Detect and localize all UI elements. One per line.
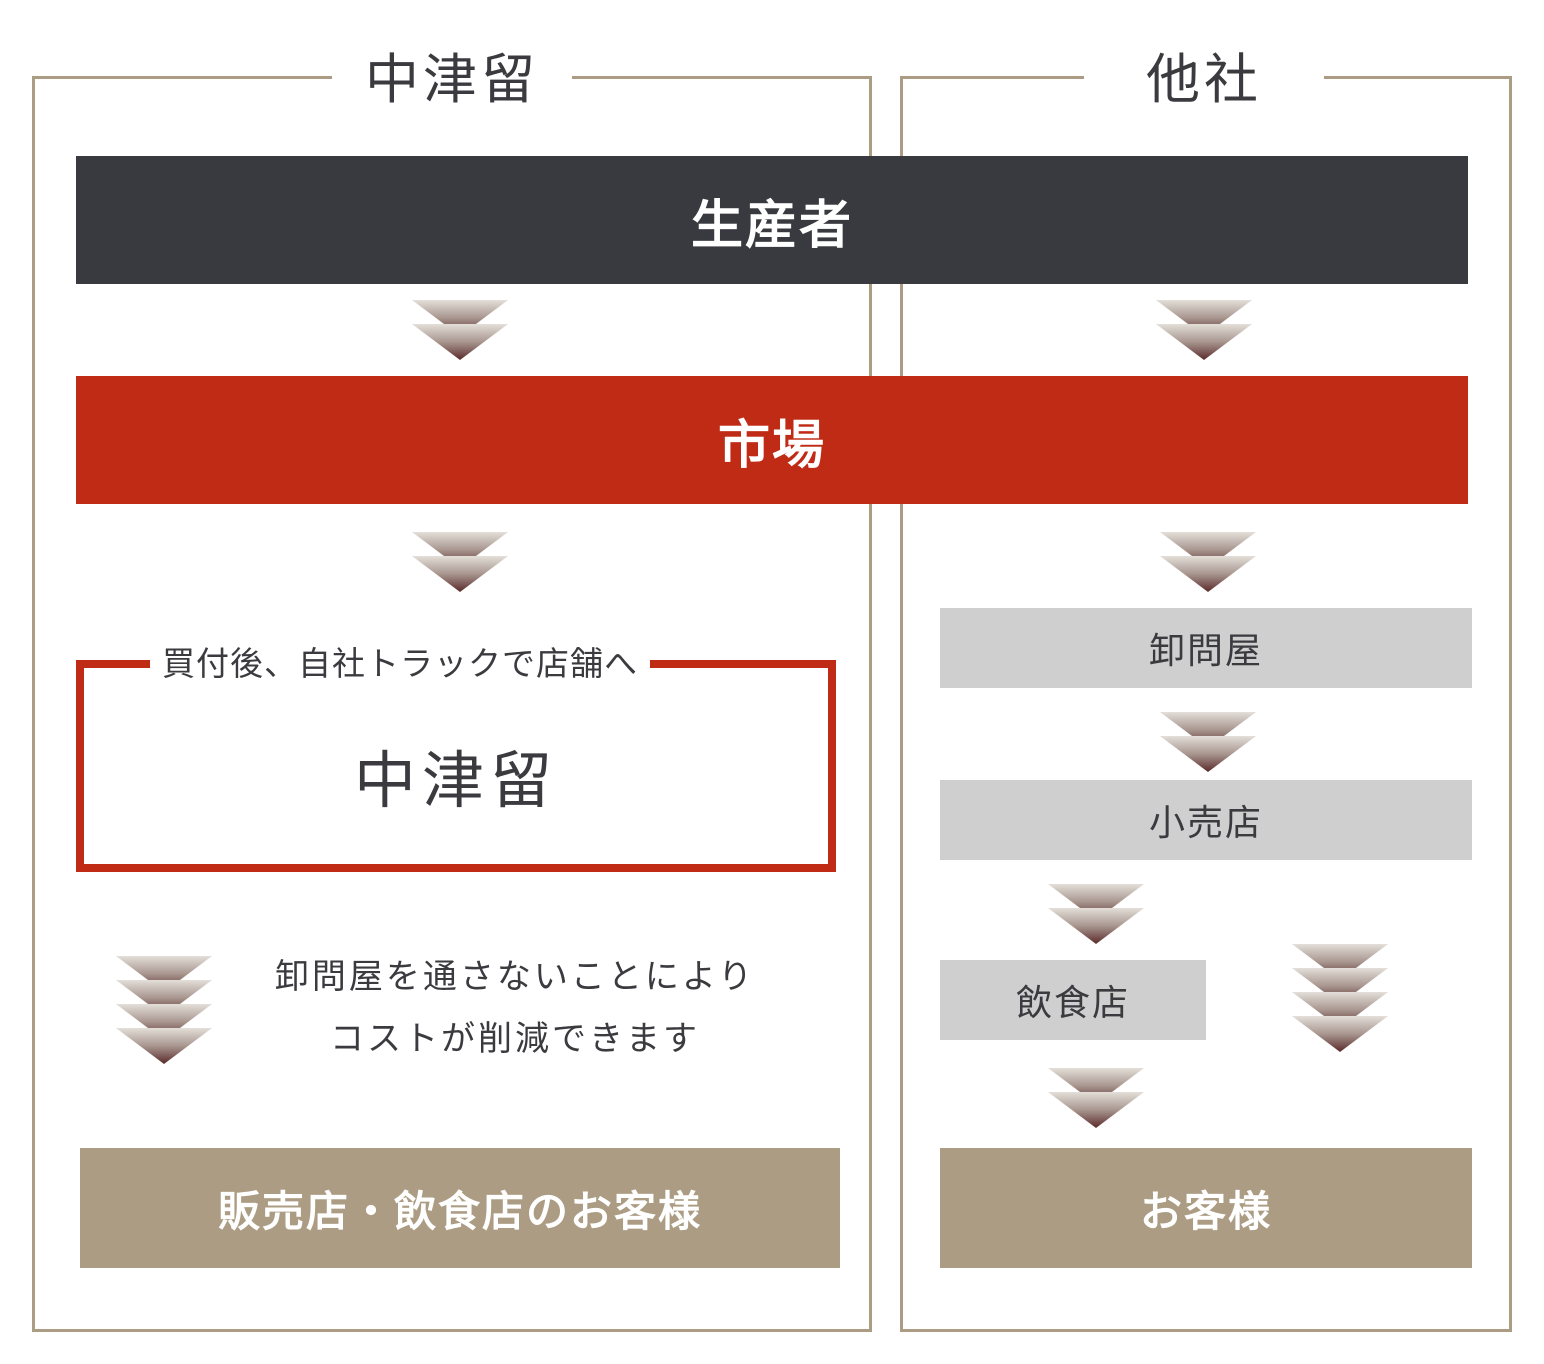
quadruple-arrow-down-icon <box>1292 944 1388 1052</box>
market-bar: 市場 <box>76 376 1468 504</box>
market-label: 市場 <box>717 415 826 476</box>
double-arrow-down-icon <box>412 300 508 360</box>
nakatsuru-box-title: 中津留 <box>353 744 558 817</box>
nakatsuru-box: 中津留 <box>76 660 836 872</box>
double-arrow-down-icon <box>1048 884 1144 944</box>
left-customer-box: 販売店・飲食店のお客様 <box>80 1148 840 1268</box>
double-arrow-down-icon <box>1048 1068 1144 1128</box>
double-arrow-down-icon <box>1156 300 1252 360</box>
wholesaler-box: 卸問屋 <box>940 608 1472 688</box>
left-customer-label: 販売店・飲食店のお客様 <box>217 1186 702 1236</box>
retailer-label: 小売店 <box>1148 803 1263 844</box>
wholesaler-label: 卸問屋 <box>1148 631 1263 672</box>
double-arrow-down-icon <box>412 532 508 592</box>
restaurant-box: 飲食店 <box>940 960 1206 1040</box>
producer-label: 生産者 <box>690 195 853 256</box>
left-column-title: 中津留 <box>332 50 572 110</box>
cost-reduction-note: 卸問屋を通さないことにより コストが削減できます <box>240 946 790 1070</box>
quadruple-arrow-down-icon <box>116 956 212 1064</box>
double-arrow-down-icon <box>1160 532 1256 592</box>
nakatsuru-box-caption: 買付後、自社トラックで店舗へ <box>150 644 650 684</box>
retailer-box: 小売店 <box>940 780 1472 860</box>
right-customer-box: お客様 <box>940 1148 1472 1268</box>
restaurant-label: 飲食店 <box>1015 983 1130 1024</box>
note-line-1: 卸問屋を通さないことにより <box>274 957 756 997</box>
right-column-title: 他社 <box>1084 50 1324 110</box>
producer-bar: 生産者 <box>76 156 1468 284</box>
right-customer-label: お客様 <box>1139 1186 1272 1236</box>
note-line-2: コストが削減できます <box>330 1019 700 1059</box>
double-arrow-down-icon <box>1160 712 1256 772</box>
